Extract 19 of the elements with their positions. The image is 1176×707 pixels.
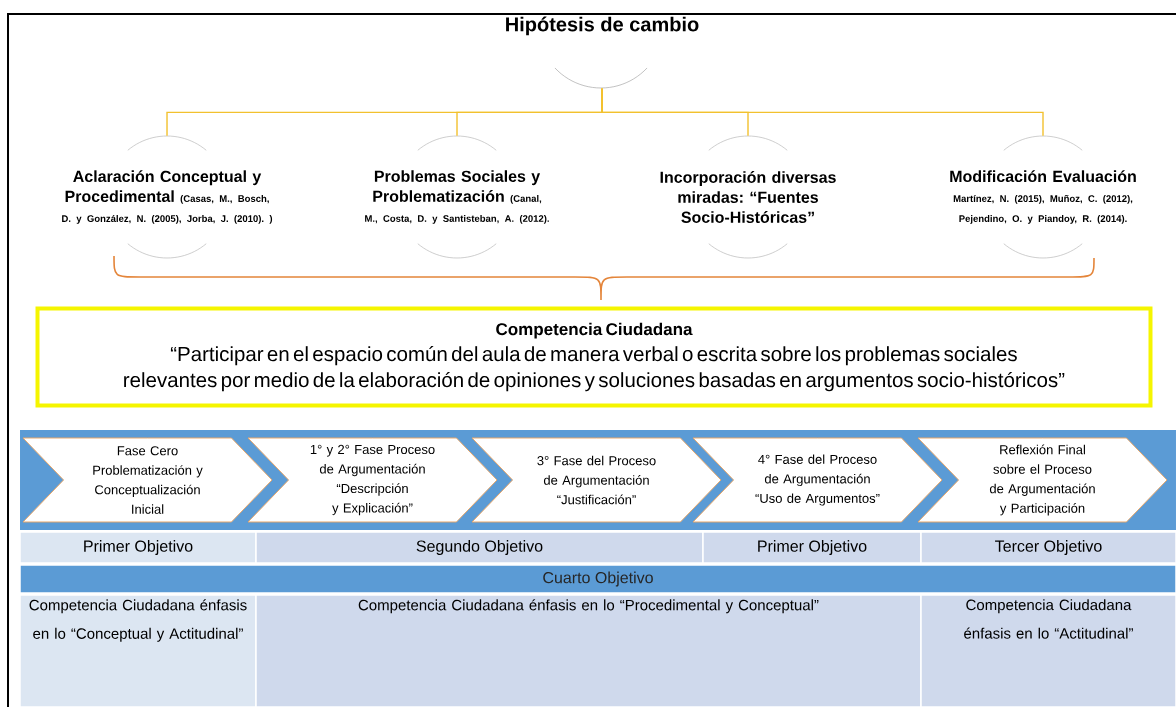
process-step: Fase Cero Problematización y Conceptualización Inicial — [22, 437, 273, 523]
table-cell: Competencia Ciudadana énfasis en lo “Conceptual y Actitudinal” — [19, 594, 257, 707]
highlight-box: Competencia Ciudadana “Participar en el espacio común del aula de manera verbal o escrita sobre los problemas sociales relevantes por medio de la elaboración de opiniones y soluciones basadas en argumentos socio-históricos” — [35, 306, 1153, 408]
process-step: 4° Fase del Proceso de Argumentación “Uso de Argumentos” — [692, 437, 943, 523]
process-step: 3° Fase del Proceso de Argumentación “Justificación” — [471, 437, 722, 523]
heading: Hipótesis de cambio — [506, 16, 699, 89]
table-cell: Primer Objetivo — [19, 531, 257, 564]
node-label: Reflexión Final sobre el Proceso de Argumentación y Participación — [989, 444, 1095, 516]
circle-topic: Modificación Evaluación Martínez, N. (2015), Muñoz, C. (2012), Pejendino, O. y Piandoy, R. (2014). — [950, 135, 1136, 259]
circle-topic: Problemas Sociales y Problematización (Canal, M., Costa, D. y Santisteban, A. (2012). — [365, 135, 549, 259]
node-label: Competencia Ciudadana énfasis en lo “Procedimental y Conceptual” — [358, 599, 819, 614]
table-cell: Competencia Ciudadana énfasis en lo “Actitudinal” — [920, 594, 1176, 707]
process-step: 1° y 2° Fase Proceso de Argumentación “Descripción y Explicación” — [247, 437, 498, 523]
table-cell: Tercer Objetivo — [920, 531, 1176, 564]
table-band: Cuarto Objetivo — [19, 564, 1176, 594]
process-step: Reflexión Final sobre el Proceso de Argumentación y Participación — [917, 437, 1168, 523]
circle-topic: Aclaración Conceptual y Procedimental (Casas, M., Bosch, D. y González, N. (2005), Jorba, J. (2010). ) — [62, 135, 273, 259]
circle-topic: Incorporación diversas miradas: “Fuentes Socio-Históricas” — [660, 135, 836, 259]
table-cell: Primer Objetivo — [702, 531, 922, 564]
